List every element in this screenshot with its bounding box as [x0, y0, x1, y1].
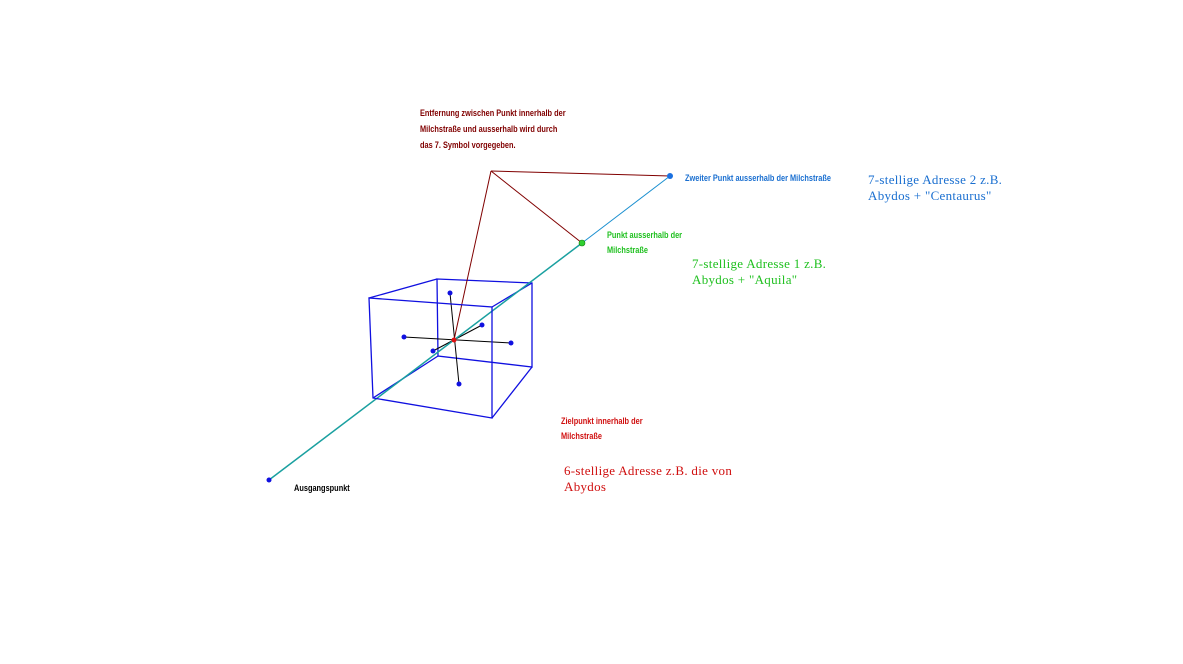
cube-edge	[491, 366, 533, 419]
address-line: Abydos + "Aquila"	[692, 272, 798, 287]
axis-end-point	[447, 290, 453, 296]
path-origin-to-outside	[268, 242, 583, 481]
cube-edge	[491, 282, 533, 308]
address-line: 7-stellige Adresse 2 z.B.	[868, 172, 1003, 187]
label-line: Zielpunkt innerhalb der	[561, 416, 643, 426]
note-line: Milchstraße und ausserhalb wird durch	[420, 124, 558, 134]
outside-point	[578, 239, 586, 247]
second-point-label: Zweiter Punkt ausserhalb der Milchstraße	[685, 173, 832, 183]
cube-edge	[368, 278, 438, 299]
address-2: 7-stellige Adresse 2 z.B. Abydos + "Cent…	[868, 172, 1002, 204]
address-line: Abydos + "Centaurus"	[868, 188, 992, 203]
cube-front-face	[368, 297, 493, 419]
note-line: das 7. Symbol vorgegeben.	[420, 140, 516, 150]
axis-end-point	[456, 381, 462, 387]
origin-label: Ausgangspunkt	[294, 483, 350, 493]
axis-end-point	[401, 334, 407, 340]
distance-line-second	[490, 170, 671, 177]
target-point-label: Zielpunkt innerhalb der Milchstraße	[561, 414, 643, 444]
label-line: Milchstraße	[561, 431, 603, 441]
origin-point	[266, 477, 272, 483]
axis-x	[403, 336, 512, 344]
distance-line-center	[453, 170, 492, 341]
distance-line-outside	[490, 170, 583, 244]
axis-end-point	[508, 340, 514, 346]
second-point	[667, 173, 673, 179]
axis-end-point	[430, 348, 436, 354]
label-line: Punkt ausserhalb der	[607, 230, 683, 240]
target-point	[451, 337, 457, 343]
outside-point-label: Punkt ausserhalb der Milchstraße	[607, 228, 682, 258]
distance-note: Entfernung zwischen Punkt innerhalb der …	[420, 105, 566, 153]
axis-end-point	[479, 322, 485, 328]
address-line: 7-stellige Adresse 1 z.B.	[692, 256, 827, 271]
address-1: 7-stellige Adresse 1 z.B. Abydos + "Aqui…	[692, 256, 826, 288]
address-6: 6-stellige Adresse z.B. die von Abydos	[564, 463, 732, 495]
label-line: Milchstraße	[607, 245, 649, 255]
note-line: Entfernung zwischen Punkt innerhalb der	[420, 108, 566, 118]
path-outside-to-second	[581, 175, 671, 244]
address-line: Abydos	[564, 479, 607, 494]
address-line: 6-stellige Adresse z.B. die von	[564, 463, 733, 478]
